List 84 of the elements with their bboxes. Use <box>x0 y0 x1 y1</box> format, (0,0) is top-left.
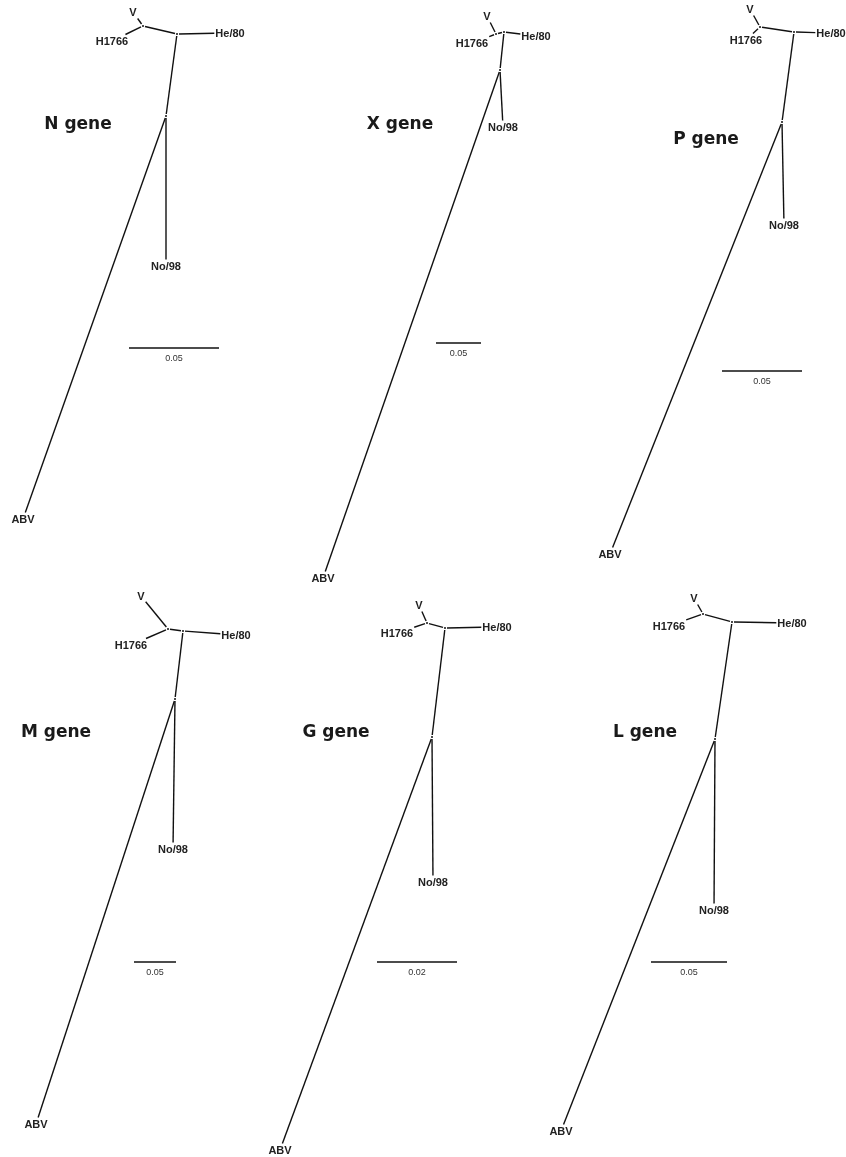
taxon-label: He/80 <box>482 621 512 633</box>
taxon-label: He/80 <box>215 27 245 39</box>
taxon-label: ABV <box>268 1144 292 1156</box>
taxon-label: No/98 <box>418 876 448 888</box>
taxon-label: H1766 <box>652 620 686 632</box>
tree-branch <box>24 117 166 514</box>
scale-value: 0.05 <box>165 353 183 363</box>
taxon-label: H1766 <box>95 35 129 47</box>
taxon-label: V <box>137 590 145 602</box>
taxon-label: He/80 <box>521 30 551 42</box>
taxon-label: ABV <box>549 1125 573 1137</box>
taxon-label: V <box>483 10 491 22</box>
tree-branch <box>136 17 143 25</box>
tree-branch <box>184 630 221 635</box>
tree-branch <box>37 700 176 1119</box>
scale-value: 0.02 <box>408 967 426 977</box>
taxon-label: He/80 <box>221 629 251 641</box>
tree-branch <box>781 123 785 220</box>
tree-branch <box>505 31 522 35</box>
tree-branch <box>165 117 167 261</box>
tree-branch <box>488 34 495 38</box>
tree-branch <box>685 614 702 621</box>
gene-title: L gene <box>612 721 678 741</box>
taxon-label: H1766 <box>455 37 489 49</box>
taxon-label: No/98 <box>158 843 188 855</box>
tree-branch <box>431 738 434 877</box>
gene-title: G gene <box>302 721 370 741</box>
tree-branch <box>696 603 703 613</box>
tree-branch <box>704 613 731 623</box>
taxon-label: H1766 <box>729 34 763 46</box>
taxon-label: ABV <box>11 513 35 525</box>
tree-branch <box>752 14 760 26</box>
gene-title: N gene <box>44 113 112 133</box>
gene-title: X gene <box>366 113 434 133</box>
tree-branch <box>144 25 176 35</box>
tree-branch <box>497 31 503 35</box>
tree-branch <box>178 32 215 35</box>
tree-branch <box>165 35 178 115</box>
taxon-label: V <box>746 3 754 15</box>
tree-branch <box>713 740 716 905</box>
taxon-label: H1766 <box>114 639 148 651</box>
tree-branch <box>611 123 782 549</box>
tree-branch <box>752 28 759 35</box>
taxon-label: V <box>415 599 423 611</box>
gene-title: M gene <box>20 721 92 741</box>
scale-value: 0.05 <box>146 967 164 977</box>
taxon-label: No/98 <box>769 219 799 231</box>
tree-branch <box>172 700 176 844</box>
scale-value: 0.05 <box>449 348 468 358</box>
taxon-label: V <box>690 592 698 604</box>
tree-branch <box>428 622 444 629</box>
tree-branch <box>761 26 793 33</box>
taxon-label: H1766 <box>380 627 414 639</box>
taxon-label: ABV <box>311 572 335 584</box>
tree-branch <box>446 626 482 629</box>
tree-branch <box>431 629 446 736</box>
tree-branch <box>781 33 795 121</box>
scale-value: 0.05 <box>753 376 771 386</box>
taxon-label: ABV <box>24 1118 48 1130</box>
taxon-label: He/80 <box>816 27 846 39</box>
tree-branch <box>169 628 182 632</box>
tree-branch <box>145 629 167 640</box>
tree-branch <box>499 71 504 122</box>
taxon-label: No/98 <box>488 121 518 133</box>
tree-branch <box>144 601 168 628</box>
taxon-label: V <box>129 6 137 18</box>
taxon-label: No/98 <box>151 260 181 272</box>
tree-branch <box>281 738 432 1145</box>
tree-branch <box>324 71 500 573</box>
tree-branch <box>489 21 496 33</box>
taxon-label: He/80 <box>777 617 807 629</box>
scale-value: 0.05 <box>680 967 698 977</box>
tree-branch <box>124 26 142 36</box>
taxon-label: No/98 <box>699 904 729 916</box>
tree-branch <box>733 621 778 624</box>
tree-branch <box>714 623 733 738</box>
tree-branch <box>795 31 817 34</box>
tree-branch <box>499 33 505 69</box>
tree-branch <box>174 632 184 698</box>
taxon-label: ABV <box>598 548 622 560</box>
tree-branch <box>413 622 426 628</box>
gene-title: P gene <box>673 128 739 148</box>
tree-branch <box>421 610 427 622</box>
tree-branch <box>562 740 715 1126</box>
